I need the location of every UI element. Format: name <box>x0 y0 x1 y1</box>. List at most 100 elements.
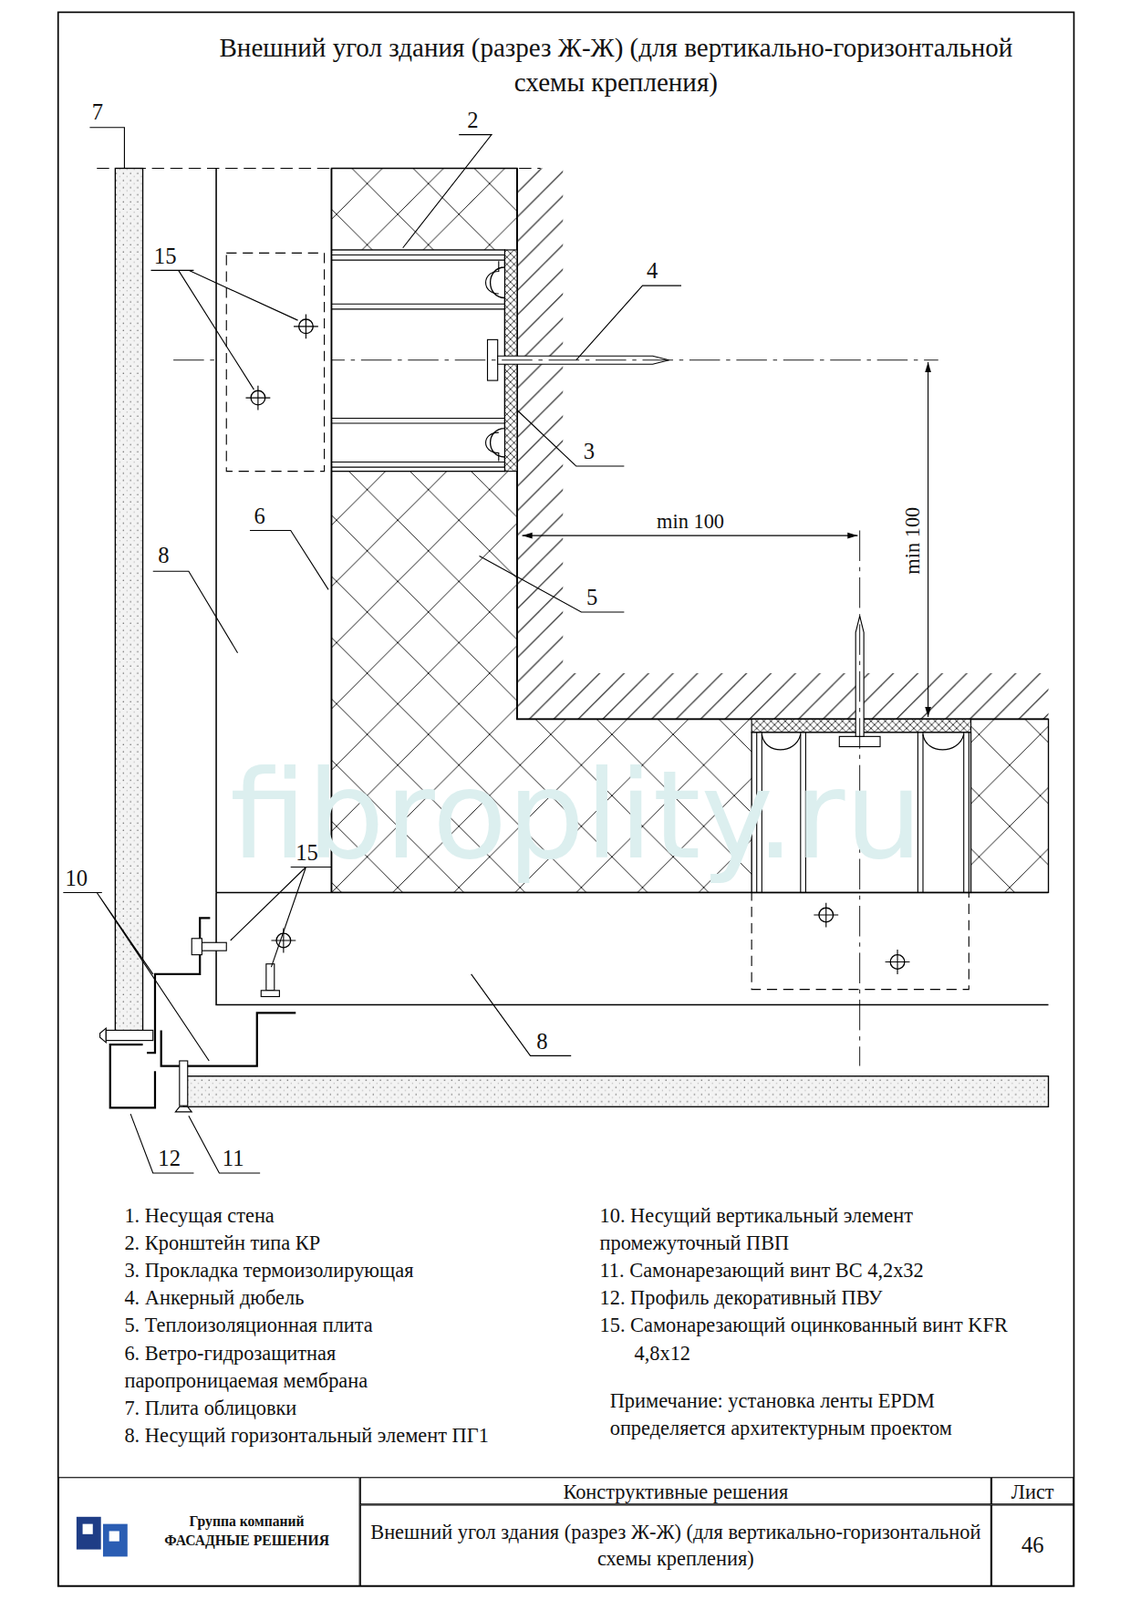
note-text: Примечание: установка ленты EPDM определ… <box>610 1387 1039 1442</box>
dimension-label: min 100 <box>899 507 924 575</box>
profile-pvp-corner <box>146 917 296 1066</box>
leader-line <box>403 134 492 249</box>
callout-number: 2 <box>466 106 478 135</box>
parts-list-item: 3. Прокладка термоизолирующая <box>124 1256 593 1285</box>
screw-symbol <box>266 964 275 991</box>
leader-line <box>153 570 239 653</box>
callout-number: 10 <box>65 864 89 892</box>
sheet-title: Внешний угол здания (разрез Ж-Ж) (для ве… <box>217 31 1014 102</box>
leader-line <box>89 127 125 169</box>
parts-list-item: 4. Анкерный дюбель <box>124 1284 593 1312</box>
parts-list-item: 2. Кронштейн типа КР <box>124 1228 593 1256</box>
screw-symbol <box>245 385 270 411</box>
parts-list-item: 8. Несущий горизонтальный элемент ПГ1 <box>124 1421 593 1450</box>
title-block-cell: Группа компанийФАСАДНЫЕ РЕШЕНИЯ <box>58 1476 361 1587</box>
leader-line <box>576 285 682 361</box>
callout-number: 5 <box>586 584 598 612</box>
parts-list-item: 12. Профиль декоративный ПВУ <box>600 1284 1049 1312</box>
parts-list-item: 15. Самонарезающий оцинкованный винт KFR… <box>600 1311 1028 1367</box>
screw-symbol <box>260 990 280 997</box>
parts-list-item: 10. Несущий вертикальный элемент промежу… <box>600 1201 1008 1256</box>
bracket-kr-top <box>331 249 505 472</box>
cell-text: 46 <box>1013 1530 1052 1560</box>
cladding-plate <box>183 1076 1048 1108</box>
screw-symbol <box>885 949 911 975</box>
callout-number: 6 <box>253 502 265 530</box>
cell-text: Внешний угол здания (разрез Ж-Ж) (для ве… <box>361 1518 991 1572</box>
bracket-kr-top <box>331 255 505 468</box>
callout-number: 8 <box>536 1027 548 1056</box>
cladding-plate <box>114 168 143 1036</box>
company-logo <box>109 1530 120 1541</box>
company-logo <box>76 1516 102 1550</box>
screw-symbol <box>813 902 839 928</box>
callout-number: 3 <box>583 438 595 467</box>
screw-symbol <box>100 1027 107 1043</box>
leader-line <box>62 127 682 1173</box>
bracket-kr-top <box>331 249 518 472</box>
bracket-kr-bottom <box>922 734 965 750</box>
screw-symbol <box>105 1029 153 1040</box>
horizontal-element-pg1 <box>751 891 969 989</box>
company-logo <box>76 1516 128 1557</box>
company-logo <box>82 1523 94 1535</box>
profile-pvp-corner <box>146 917 210 1053</box>
leader-line <box>188 1115 260 1173</box>
dimension-line <box>522 535 859 537</box>
leader-line <box>479 555 625 612</box>
horizontal-element-pg1 <box>216 891 1048 1005</box>
wall-hatch <box>517 168 1049 720</box>
cell-text: Лист <box>1003 1477 1063 1504</box>
leader-line <box>249 529 329 590</box>
screw-symbol <box>245 385 270 411</box>
screw-symbol <box>179 1060 188 1106</box>
dimension-label: min 100 <box>656 508 725 534</box>
screw-symbol <box>813 902 839 928</box>
title-block-cell: Внешний угол здания (разрез Ж-Ж) (для ве… <box>360 1503 992 1586</box>
bracket-kr-top <box>486 260 499 294</box>
cladding-plate <box>96 168 1048 1108</box>
bracket-kr-top <box>486 432 499 461</box>
company-logo <box>103 1523 128 1557</box>
vertical-element-pvp <box>215 168 218 893</box>
callout-number: 4 <box>646 258 658 286</box>
parts-list-item: 1. Несущая стена <box>124 1201 593 1229</box>
screw-symbol <box>100 938 280 1112</box>
screw-symbol <box>201 942 227 951</box>
callout-number: 8 <box>157 542 169 571</box>
leader-line <box>130 1113 194 1173</box>
screw-symbol <box>885 949 911 975</box>
parts-list-item: 7. Плита облицовки <box>124 1394 593 1422</box>
screw-symbol <box>293 313 319 339</box>
title-block-cell: 46 <box>991 1503 1075 1586</box>
watermark: fibroplity.ru <box>229 742 923 890</box>
cell-text: Группа компаний <box>181 1513 313 1532</box>
wall-hatch <box>517 168 1049 720</box>
parts-list-item: 11. Самонарезающий винт ВС 4,2x32 <box>600 1256 1049 1285</box>
dimension-line <box>516 525 518 546</box>
callout-number: 12 <box>157 1145 181 1173</box>
wall-hatch <box>517 168 1049 720</box>
profile-pvu <box>110 1044 156 1108</box>
callout-number: 7 <box>92 98 104 126</box>
leader-line <box>517 410 624 467</box>
profile-pvp-corner <box>161 1012 297 1066</box>
callout-number: 15 <box>154 242 177 270</box>
callout-number: 11 <box>222 1145 245 1173</box>
profile-pvu <box>110 1044 156 1108</box>
sheet-frame <box>58 11 1075 1586</box>
screw-symbol <box>293 313 319 339</box>
cladding-plate <box>96 167 540 169</box>
dimension-line <box>927 362 929 717</box>
parts-list-item: 6. Ветро-гидрозащитная паропроницаемая м… <box>124 1338 430 1394</box>
callout-number: 15 <box>295 839 319 867</box>
screw-symbol <box>191 938 202 955</box>
vertical-element-pvp <box>226 252 324 471</box>
title-block-cell: Лист <box>991 1476 1075 1504</box>
cell-text: ФАСАДНЫЕ РЕШЕНИЯ <box>155 1531 338 1550</box>
dimension-line <box>517 362 929 717</box>
horizontal-element-pg1 <box>216 891 1048 1005</box>
cell-text: Конструктивные решения <box>554 1477 797 1504</box>
parts-list-item: 5. Теплоизоляционная плита <box>124 1311 593 1339</box>
leader-line <box>471 974 572 1056</box>
